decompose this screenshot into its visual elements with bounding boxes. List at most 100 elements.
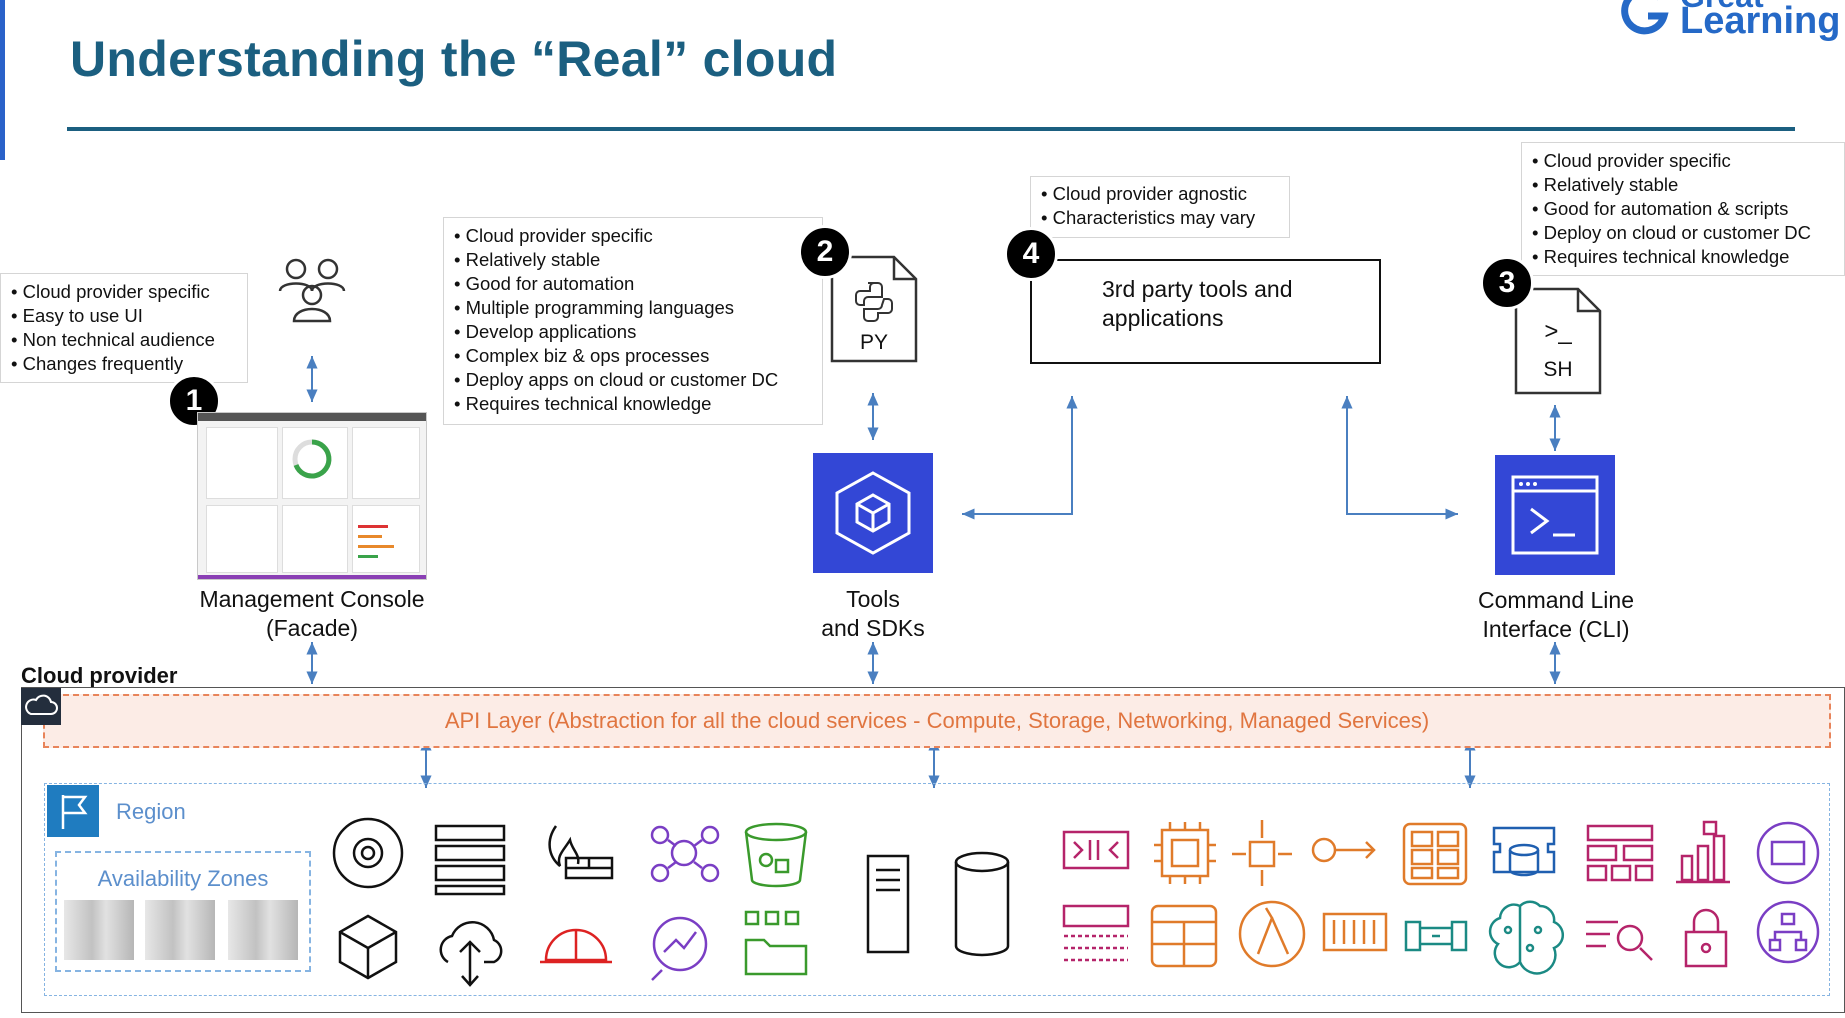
region-label: Region: [116, 799, 186, 824]
scale-icon: [1232, 820, 1292, 886]
note-item: Changes frequently: [11, 352, 237, 376]
note-item: Deploy on cloud or customer DC: [1532, 221, 1834, 245]
datacenter-image: [145, 900, 215, 960]
step-badge-3: 3: [1480, 256, 1534, 310]
accent-bar: [0, 0, 5, 160]
note-item: Good for automation: [454, 272, 812, 296]
file-icon: [1514, 287, 1602, 395]
logo-g-icon: [1621, 0, 1669, 35]
endpoint-icon: [1311, 837, 1376, 863]
file-icon: [830, 255, 918, 363]
shell-prompt-glyph: >_: [1544, 318, 1572, 345]
logo-line2: Learning: [1680, 0, 1841, 42]
note-item: Easy to use UI: [11, 304, 237, 328]
database-cylinder-icon: [954, 851, 1010, 957]
note-item: Non technical audience: [11, 328, 237, 352]
datacenter-image: [228, 900, 298, 960]
thirdparty-notes: Cloud provider agnostic Characteristics …: [1030, 176, 1290, 238]
pipe-icon: [1404, 920, 1468, 952]
terminal-icon: [1511, 475, 1599, 555]
python-file: PY: [828, 253, 920, 363]
page-title: Understanding the “Real” cloud: [70, 31, 838, 87]
console-label-line2: (Facade): [265, 615, 359, 641]
thirdparty-text: 3rd party tools and applications: [1102, 276, 1293, 331]
cube-icon: [338, 914, 398, 980]
cube-icon: [835, 471, 911, 555]
cli-label: Command Line Interface (CLI): [1456, 586, 1656, 644]
lambda-icon: [1238, 900, 1306, 968]
storage-icon: [1062, 904, 1130, 962]
sdk-label: Tools and SDKs: [773, 585, 973, 643]
firewall-icon: [548, 825, 614, 880]
logo-line1: Great: [1680, 0, 1764, 15]
note-item: Requires technical knowledge: [1532, 245, 1834, 269]
disk-icon: [332, 817, 404, 889]
shell-file-label: SH: [1543, 358, 1573, 381]
cli-label-line2: Interface (CLI): [1482, 616, 1630, 642]
flag-icon: [61, 795, 88, 829]
console-label-line1: Management Console: [199, 586, 425, 612]
api-layer: API Layer (Abstraction for all the cloud…: [43, 694, 1831, 748]
title-divider: [67, 127, 1795, 131]
note-item: Multiple programming languages: [454, 296, 812, 320]
note-item: Cloud provider specific: [11, 280, 237, 304]
cloud-tag: [21, 688, 61, 725]
console-notes: Cloud provider specific Easy to use UI N…: [0, 273, 248, 383]
availability-zones-label: Availability Zones: [97, 866, 269, 891]
console-label: Management Console (Facade): [180, 585, 444, 643]
availability-zones-box: [55, 851, 311, 972]
brain-icon: [1488, 900, 1564, 975]
bar-chart-icon: [1676, 820, 1730, 884]
datacenter-image: [64, 900, 134, 960]
lock-icon: [1684, 908, 1728, 968]
note-item: Relatively stable: [454, 248, 812, 272]
cli-notes: Cloud provider specific Relatively stabl…: [1521, 142, 1845, 276]
sdk-icon-tile: [813, 453, 933, 573]
grid-icon: [1586, 824, 1654, 882]
analytics-icon: [651, 916, 708, 981]
note-item: Develop applications: [454, 320, 812, 344]
chip-icon-alt: [1756, 821, 1820, 885]
cloud-provider-label: Cloud provider: [21, 663, 178, 688]
note-item: Relatively stable: [1532, 173, 1834, 197]
users-icon: [278, 258, 346, 323]
cli-icon-tile: [1495, 455, 1615, 575]
console-screenshot: [197, 412, 427, 580]
region-box: [44, 783, 1830, 996]
note-item: Cloud provider specific: [454, 224, 812, 248]
media-icon: [1062, 830, 1130, 870]
hardhat-icon: [540, 928, 612, 964]
folders-icon: [744, 910, 808, 976]
network-icon: [1756, 900, 1820, 964]
server-icon: [866, 854, 910, 954]
step-badge-4: 4: [1004, 227, 1058, 281]
brand-logo: Great Learning: [1620, 0, 1845, 48]
rds-icon: [1492, 826, 1556, 877]
note-item: Characteristics may vary: [1041, 206, 1279, 230]
note-item: Deploy apps on cloud or customer DC: [454, 368, 812, 392]
cli-label-line1: Command Line: [1478, 587, 1634, 613]
bucket-icon: [744, 822, 808, 888]
region-tag: [47, 785, 99, 837]
sdk-label-line2: and SDKs: [821, 615, 925, 641]
memory-icon: [1402, 822, 1468, 886]
python-file-label: PY: [859, 331, 888, 354]
cloud-icon: [25, 694, 58, 715]
note-item: Cloud provider agnostic: [1041, 182, 1279, 206]
search-list-icon: [1586, 920, 1653, 961]
panel-icon: [1150, 904, 1218, 968]
thirdparty-box: 3rd party tools and applications: [1030, 259, 1381, 364]
cluster-icon: [650, 825, 720, 883]
sdk-notes: Cloud provider specific Relatively stabl…: [443, 217, 823, 425]
note-item: Requires technical knowledge: [454, 392, 812, 416]
note-item: Good for automation & scripts: [1532, 197, 1834, 221]
cloud-upload-icon: [439, 920, 503, 987]
step-badge-2: 2: [798, 225, 852, 279]
note-item: Cloud provider specific: [1532, 149, 1834, 173]
container-icon: [1322, 912, 1388, 952]
server-stack-icon: [434, 824, 506, 896]
api-layer-label: API Layer (Abstraction for all the cloud…: [444, 708, 1430, 733]
shell-file: >_ SH: [1512, 285, 1604, 395]
